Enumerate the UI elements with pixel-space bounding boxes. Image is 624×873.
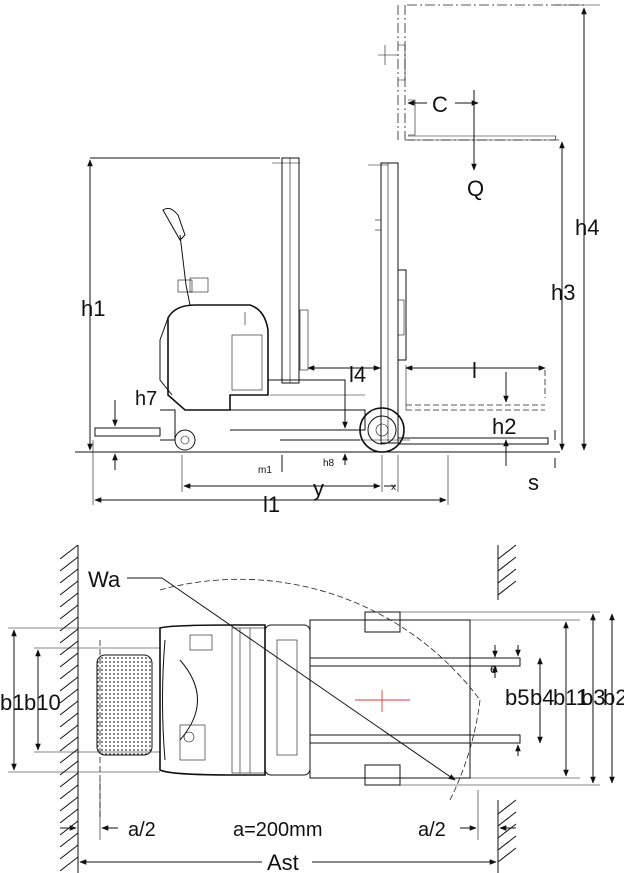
right-wall <box>497 544 517 873</box>
hatch-line <box>59 544 79 560</box>
label-x: x <box>391 482 396 493</box>
hatch-line <box>59 676 79 692</box>
hatch-line <box>59 616 79 632</box>
hatch-line <box>59 592 79 608</box>
label-l4: l4 <box>349 362 366 387</box>
hatch-line <box>59 784 79 800</box>
hatch-line <box>497 568 517 584</box>
hatch-line <box>59 664 79 680</box>
label-Wa: Wa <box>88 567 121 592</box>
label-b4: b4 <box>530 685 554 710</box>
label-h7: h7 <box>135 388 157 410</box>
label-m1: m1 <box>258 465 272 476</box>
wa-radius <box>161 577 456 781</box>
label-Ast: Ast <box>267 850 299 873</box>
platform-plate <box>96 654 153 756</box>
label-h8: h8 <box>323 458 335 469</box>
hatch-line <box>497 544 517 560</box>
hatch-line <box>497 835 517 851</box>
label-b11: b11 <box>553 685 588 710</box>
hatch-line <box>497 799 517 815</box>
label-l: l <box>472 358 477 383</box>
hatch-line <box>497 580 517 596</box>
left-wall <box>59 544 79 873</box>
hatch-line <box>59 748 79 764</box>
hatch-line <box>497 823 517 839</box>
label-b10: b10 <box>24 690 61 715</box>
truck-body <box>94 157 410 453</box>
label-C: C <box>432 92 448 117</box>
label-h1: h1 <box>81 296 105 321</box>
hatch-line <box>59 688 79 704</box>
hatch-line <box>59 760 79 776</box>
hatch-line <box>59 772 79 788</box>
label-h3: h3 <box>551 280 575 305</box>
hatch-line <box>59 796 79 812</box>
hatch-line <box>59 808 79 824</box>
hatch-line <box>59 628 79 644</box>
label-e: e <box>490 661 497 676</box>
top-view: Wa b1 b10 b5 b4 b11 b3 b2 e a/ <box>0 544 624 873</box>
hatch-line <box>59 856 79 872</box>
label-l1: l1 <box>263 492 280 517</box>
label-a-eq: a=200mm <box>233 819 323 841</box>
label-b5: b5 <box>505 685 529 710</box>
label-b3: b3 <box>581 685 605 710</box>
label-y: y <box>313 476 324 501</box>
hatch-line <box>497 811 517 827</box>
hatch-line <box>59 700 79 716</box>
hatch-line <box>59 580 79 596</box>
hatch-line <box>59 712 79 728</box>
hatch-line <box>59 724 79 740</box>
hatch-line <box>59 736 79 752</box>
label-a-half-right: a/2 <box>418 819 446 841</box>
mast <box>368 162 549 445</box>
label-Q: Q <box>467 176 484 201</box>
hatch-line <box>59 568 79 584</box>
hatch-line <box>59 604 79 620</box>
hatch-line <box>59 556 79 572</box>
label-b1: b1 <box>0 690 24 715</box>
hatch-line <box>59 832 79 848</box>
label-s: s <box>528 470 539 495</box>
label-h4: h4 <box>575 215 599 240</box>
raised-mast <box>378 4 585 141</box>
hatch-line <box>59 652 79 668</box>
truck-top <box>96 578 600 820</box>
label-a-half-left: a/2 <box>128 819 156 841</box>
hatch-line <box>497 556 517 572</box>
label-b2: b2 <box>603 685 624 710</box>
hatch-line <box>59 844 79 860</box>
label-h2: h2 <box>492 414 516 439</box>
side-view: C Q <box>75 4 600 517</box>
hatch-line <box>497 847 517 863</box>
